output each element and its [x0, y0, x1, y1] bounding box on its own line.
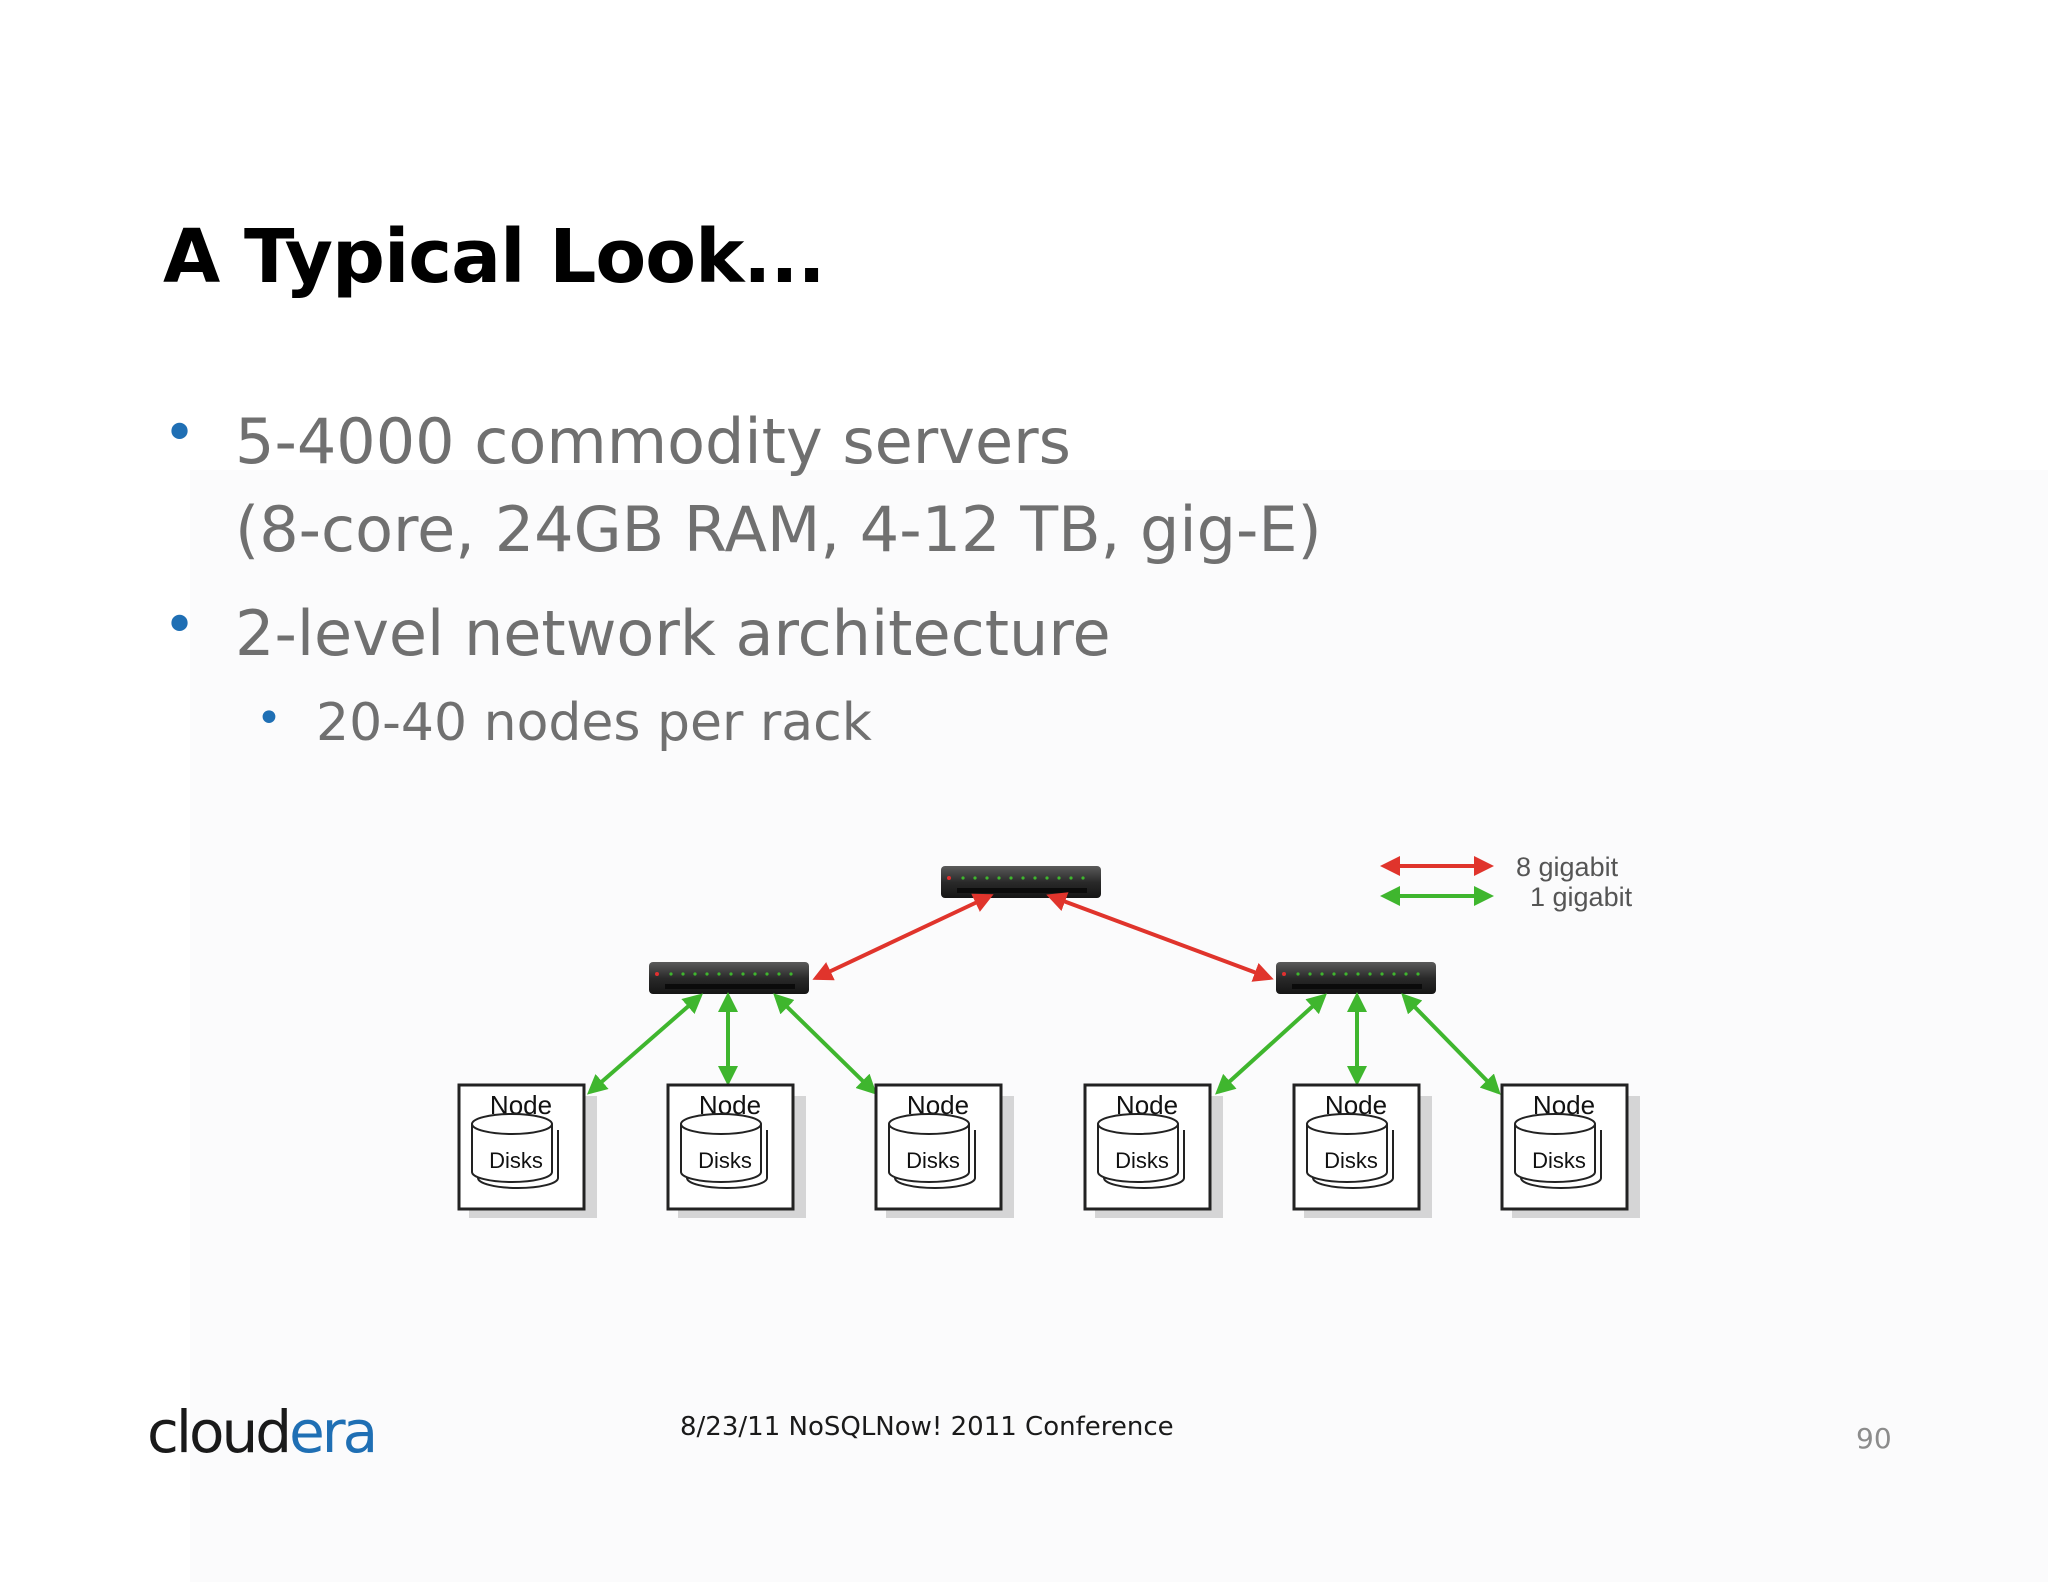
disks-label: Disks: [698, 1148, 752, 1173]
sub-bullet-text: 20-40 nodes per rack: [316, 693, 872, 753]
page-number: 90: [1856, 1422, 1892, 1455]
footer-conference: 8/23/11 NoSQLNow! 2011 Conference: [680, 1412, 1174, 1442]
legend-8-gigabit-label: 8 gigabit: [1516, 852, 1619, 882]
node-box: Node Disks: [1292, 1083, 1432, 1218]
disks-label: Disks: [1115, 1148, 1169, 1173]
slide-background: [190, 470, 2048, 1582]
slide-title: A Typical Look...: [163, 214, 826, 300]
node-box: Node Disks: [1083, 1083, 1223, 1218]
node-box: Node Disks: [874, 1083, 1014, 1218]
uplink-arrow-left: [812, 893, 994, 981]
bullet-servers: • 5-4000 commodity servers (8-core, 24GB…: [163, 398, 1322, 574]
rack-switch-left: [649, 962, 809, 994]
disks-label: Disks: [906, 1148, 960, 1173]
uplink-arrow-right: [1046, 892, 1274, 982]
core-switch: [941, 866, 1101, 898]
bullet-network-text: 2-level network architecture: [235, 597, 1111, 670]
bullet-servers-line2: (8-core, 24GB RAM, 4-12 TB, gig-E): [235, 493, 1322, 566]
logo-text-cloud: cloud: [147, 1398, 292, 1466]
logo-text-era: era: [289, 1398, 378, 1466]
sub-bullet-nodes-per-rack: • 20-40 nodes per rack: [256, 690, 872, 756]
disks-label: Disks: [1324, 1148, 1378, 1173]
rack-switch-right: [1276, 962, 1436, 994]
node-box: Node Disks: [666, 1083, 806, 1218]
node-box: Node Disks: [457, 1083, 597, 1218]
node-box: Node Disks: [1500, 1083, 1640, 1218]
bullet-network: • 2-level network architecture: [163, 590, 1111, 678]
bullet-servers-line1: 5-4000 commodity servers: [235, 405, 1071, 478]
bullet-dot: •: [163, 401, 197, 466]
bullet-dot: •: [163, 593, 197, 658]
disks-label: Disks: [1532, 1148, 1586, 1173]
disks-label: Disks: [489, 1148, 543, 1173]
downlinks: [586, 992, 1501, 1095]
cloudera-logo: cloudera: [147, 1398, 378, 1466]
sub-bullet-dot: •: [256, 693, 282, 744]
legend-1-gigabit-label: 1 gigabit: [1530, 882, 1633, 912]
legend: 8 gigabit 1 gigabit: [1380, 852, 1633, 912]
